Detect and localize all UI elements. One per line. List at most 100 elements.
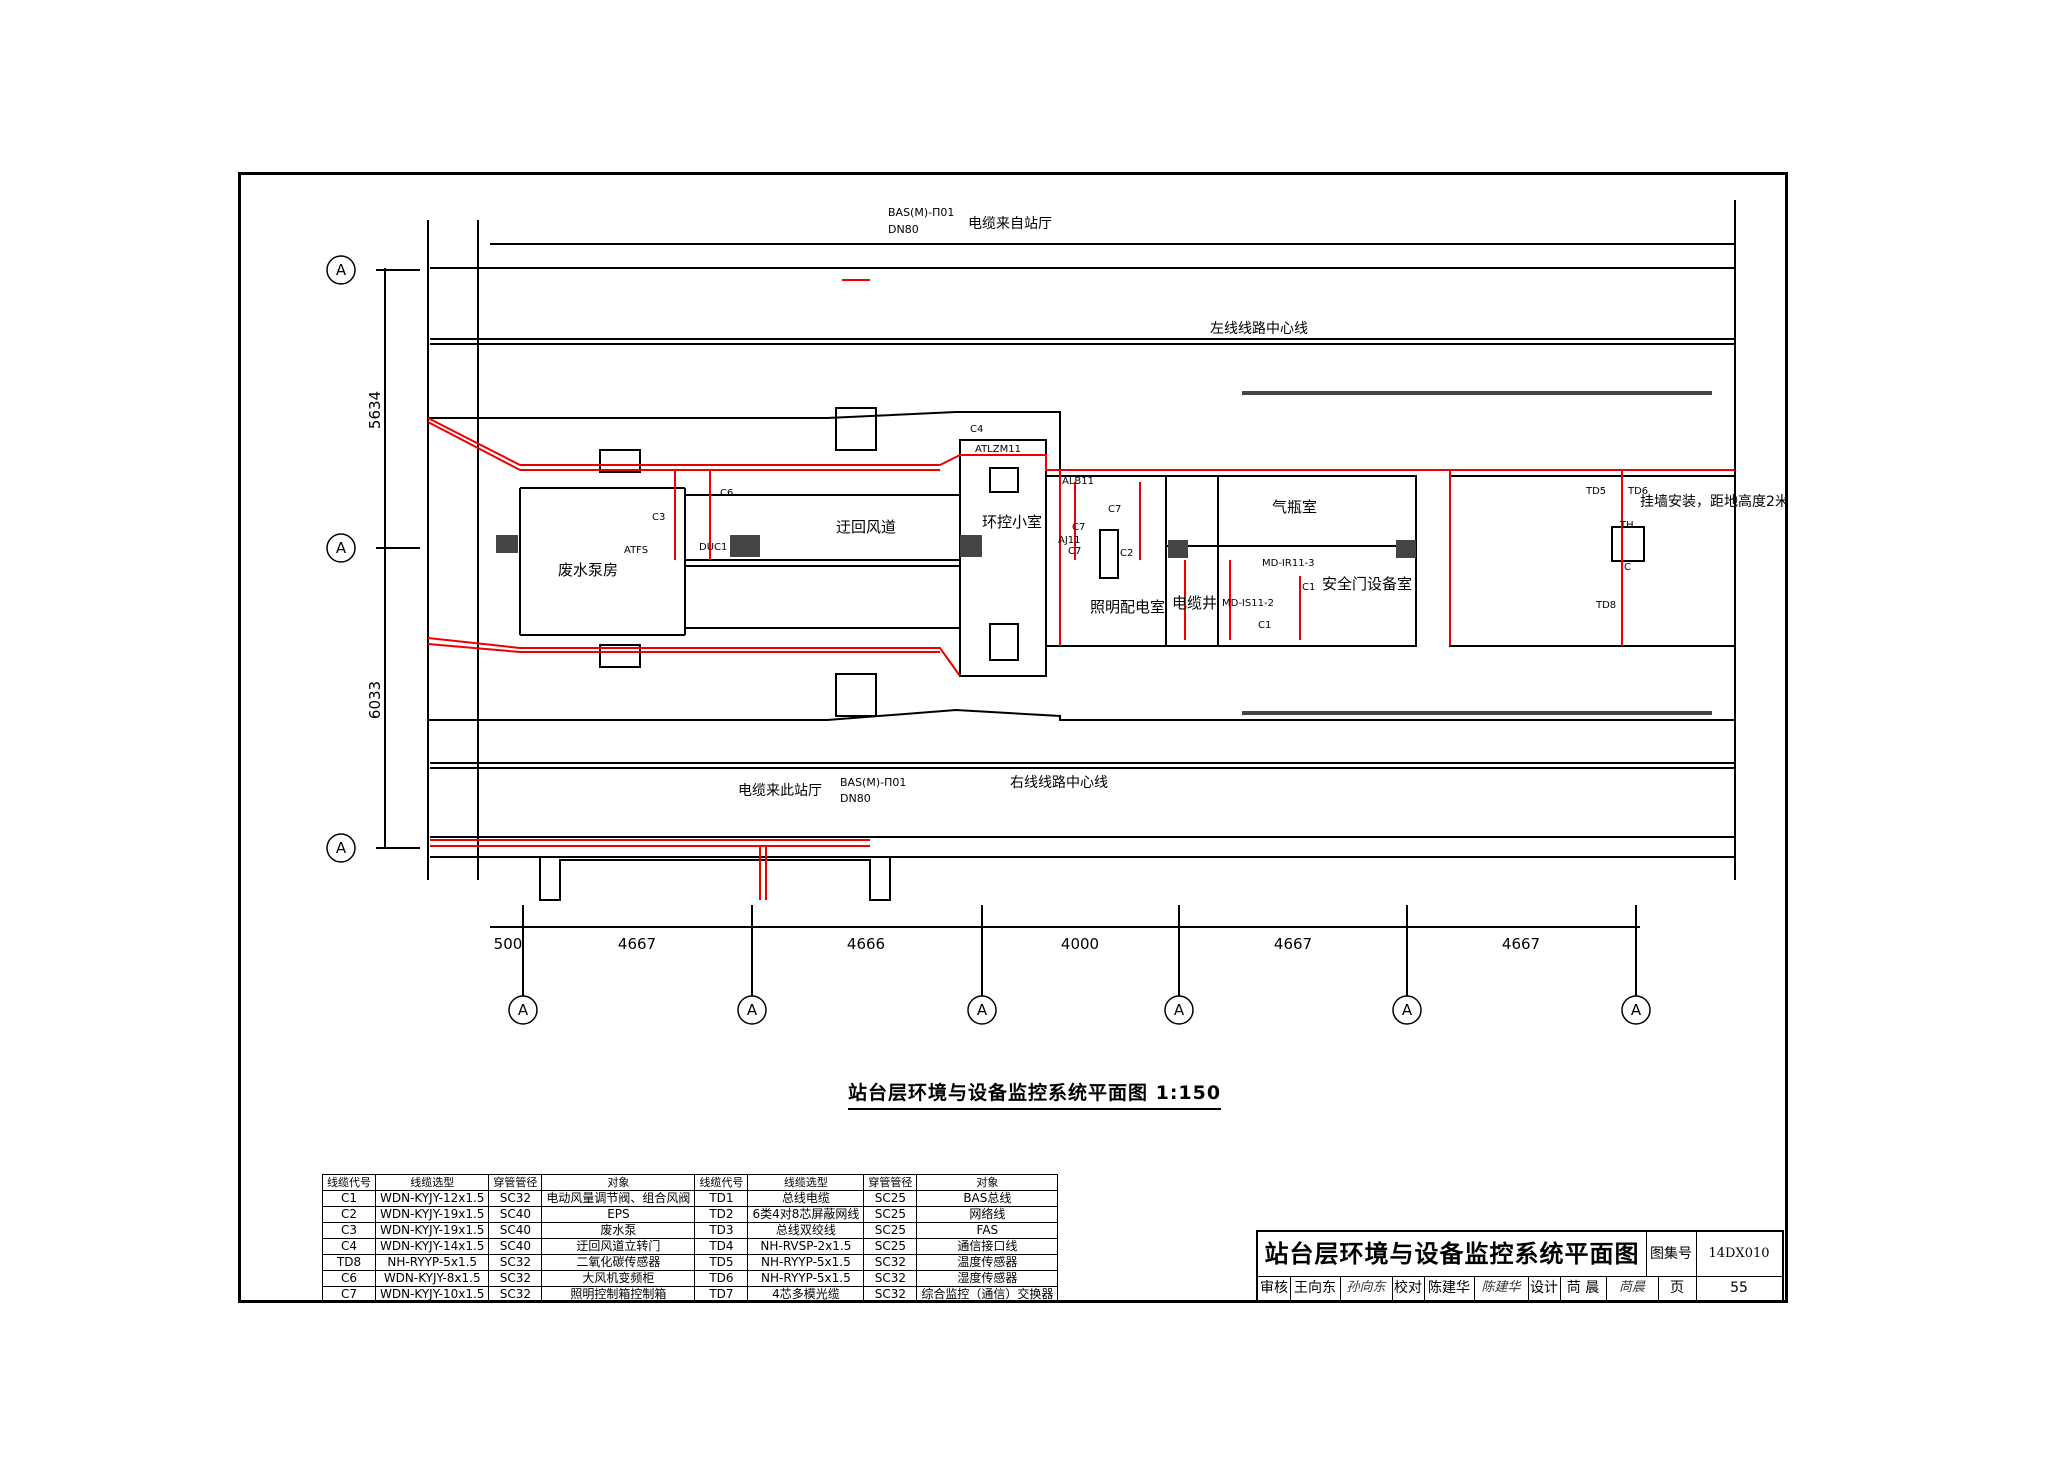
plan-title: 站台层环境与设备监控系统平面图 1:150 <box>848 1078 1222 1110</box>
tag-th: TH <box>1619 520 1634 531</box>
tag-aj11: AJ11 <box>1058 535 1081 546</box>
cable-tag: C7 <box>1108 504 1121 515</box>
legend-cell: C6 <box>322 1270 376 1287</box>
left-center-line: 左线线路中心线 <box>1210 321 1308 337</box>
legend-cell: 照明控制箱控制箱 <box>541 1286 696 1303</box>
cable-tag: TD8 <box>1595 600 1616 611</box>
axis-marker-3 <box>326 833 356 863</box>
axis-label: A <box>518 1001 529 1019</box>
legend-cell: SC32 <box>488 1286 543 1303</box>
legend-cell: 二氧化碳传感器 <box>541 1254 696 1271</box>
legend-cell: NH-RYYP-5x1.5 <box>747 1270 865 1287</box>
designer-name: 苘 晨 <box>1560 1276 1607 1300</box>
legend-header: 线缆代号 <box>694 1174 749 1191</box>
axis-label: A <box>336 539 347 557</box>
reviewer-name: 王向东 <box>1290 1276 1341 1300</box>
axis-label: A <box>1174 1001 1185 1019</box>
axis-marker-7 <box>1164 995 1194 1025</box>
designer-signature: 苘晨 <box>1606 1276 1659 1300</box>
cable-tag: C1 <box>1258 620 1271 631</box>
dim-span: 4000 <box>1061 935 1099 953</box>
page-label: 页 <box>1658 1276 1697 1300</box>
cable-tag: TD6 <box>1627 486 1648 497</box>
legend-cell: SC25 <box>863 1190 918 1207</box>
checker-name: 陈建华 <box>1424 1276 1475 1300</box>
legend-cell: 湿度传感器 <box>916 1270 1059 1287</box>
dim-span: 4667 <box>1274 935 1312 953</box>
legend-header-row: 线缆代号 线缆选型 穿管管径 对象 线缆代号 线缆选型 穿管管径 对象 <box>322 1174 1059 1191</box>
title-block: 站台层环境与设备监控系统平面图 图集号 14DX010 审核 王向东 孙向东 校… <box>1256 1230 1784 1302</box>
axis-label: A <box>977 1001 988 1019</box>
legend-cell: SC40 <box>488 1222 543 1239</box>
legend-header: 线缆代号 <box>322 1174 376 1191</box>
legend-row: C6 WDN-KYJY-8x1.5 SC32 大风机变频柜 TD6 NH-RYY… <box>322 1270 1059 1287</box>
legend-cell: TD4 <box>694 1238 749 1255</box>
axis-label: A <box>1631 1001 1642 1019</box>
legend-cell: 综合监控（通信）交换器 <box>916 1286 1059 1303</box>
legend-cell: SC32 <box>863 1270 918 1287</box>
legend-cell: SC32 <box>863 1254 918 1271</box>
cable-tag: TD5 <box>1585 486 1606 497</box>
design-label: 设计 <box>1528 1276 1561 1300</box>
legend-cell: NH-RYYP-5x1.5 <box>374 1254 490 1271</box>
legend-cell: SC32 <box>863 1286 918 1303</box>
legend-header: 对象 <box>916 1174 1059 1191</box>
reviewer-signature: 孙向东 <box>1340 1276 1393 1300</box>
legend-cell: 迂回风道立转门 <box>541 1238 696 1255</box>
check-label: 校对 <box>1392 1276 1425 1300</box>
legend-cell: 网络线 <box>916 1206 1059 1223</box>
legend-cell: 通信接口线 <box>916 1238 1059 1255</box>
legend-cell: C2 <box>322 1206 376 1223</box>
axis-label: A <box>336 839 347 857</box>
cable-tag: C7 <box>1068 546 1081 557</box>
cable-tag: C3 <box>652 512 665 523</box>
page-number: 55 <box>1730 1280 1748 1296</box>
legend-cell: WDN-KYJY-19x1.5 <box>374 1222 490 1239</box>
legend-cell: 4芯多模光缆 <box>747 1286 865 1303</box>
legend-cell: 温度传感器 <box>916 1254 1059 1271</box>
legend-cell: C4 <box>322 1238 376 1255</box>
tag-alb11: ALB11 <box>1062 476 1094 487</box>
legend-cell: SC40 <box>488 1238 543 1255</box>
legend-cell: BAS总线 <box>916 1190 1059 1207</box>
legend-header: 线缆选型 <box>374 1174 490 1191</box>
legend-cell: WDN-KYJY-14x1.5 <box>374 1238 490 1255</box>
dim-top: 5634 <box>366 391 384 429</box>
dim-span: 500 <box>494 935 523 953</box>
tag-c-box: C <box>1624 562 1631 573</box>
mount-note: 挂墙安装，距地高度2米 <box>1640 493 1789 510</box>
legend-header: 穿管管径 <box>488 1174 543 1191</box>
legend-cell: NH-RYYP-5x1.5 <box>747 1254 865 1271</box>
legend-cell: 大风机变频柜 <box>541 1270 696 1287</box>
legend-cell: EPS <box>541 1206 696 1223</box>
dim-span: 4666 <box>847 935 885 953</box>
axis-label: A <box>747 1001 758 1019</box>
legend-row: C7 WDN-KYJY-10x1.5 SC32 照明控制箱控制箱 TD7 4芯多… <box>322 1286 1059 1303</box>
bas-ref-top: BAS(M)-П01 <box>888 206 954 219</box>
cable-tag: C7 <box>1072 522 1085 533</box>
legend-cell: 废水泵 <box>541 1222 696 1239</box>
dim-span: 4667 <box>618 935 656 953</box>
legend-cell: SC25 <box>863 1238 918 1255</box>
cable-tag: C2 <box>1120 548 1133 559</box>
tag-duc1: DUC1 <box>699 542 727 553</box>
axis-marker-4 <box>508 995 538 1025</box>
right-center-line: 右线线路中心线 <box>1010 775 1108 791</box>
legend-header: 穿管管径 <box>863 1174 918 1191</box>
legend-cell: TD8 <box>322 1254 376 1271</box>
legend-cell: TD5 <box>694 1254 749 1271</box>
tag-md-a: MD-IR11-3 <box>1262 558 1315 569</box>
legend-cell: SC32 <box>488 1270 543 1287</box>
signature-row: 审核 王向东 孙向东 校对 陈建华 陈建华 设计 苘 晨 苘晨 页 55 <box>1258 1276 1782 1300</box>
legend-cell: TD1 <box>694 1190 749 1207</box>
dn-bottom: DN80 <box>840 792 871 805</box>
checker-signature: 陈建华 <box>1474 1276 1529 1300</box>
legend-cell: TD6 <box>694 1270 749 1287</box>
bas-ref-bottom: BAS(M)-П01 <box>840 776 906 789</box>
cable-tag: C4 <box>970 424 983 435</box>
axis-marker-5 <box>737 995 767 1025</box>
legend-header: 对象 <box>541 1174 696 1191</box>
legend-row: C3 WDN-KYJY-19x1.5 SC40 废水泵 TD3 总线双绞线 SC… <box>322 1222 1059 1239</box>
legend-cell: WDN-KYJY-8x1.5 <box>374 1270 490 1287</box>
